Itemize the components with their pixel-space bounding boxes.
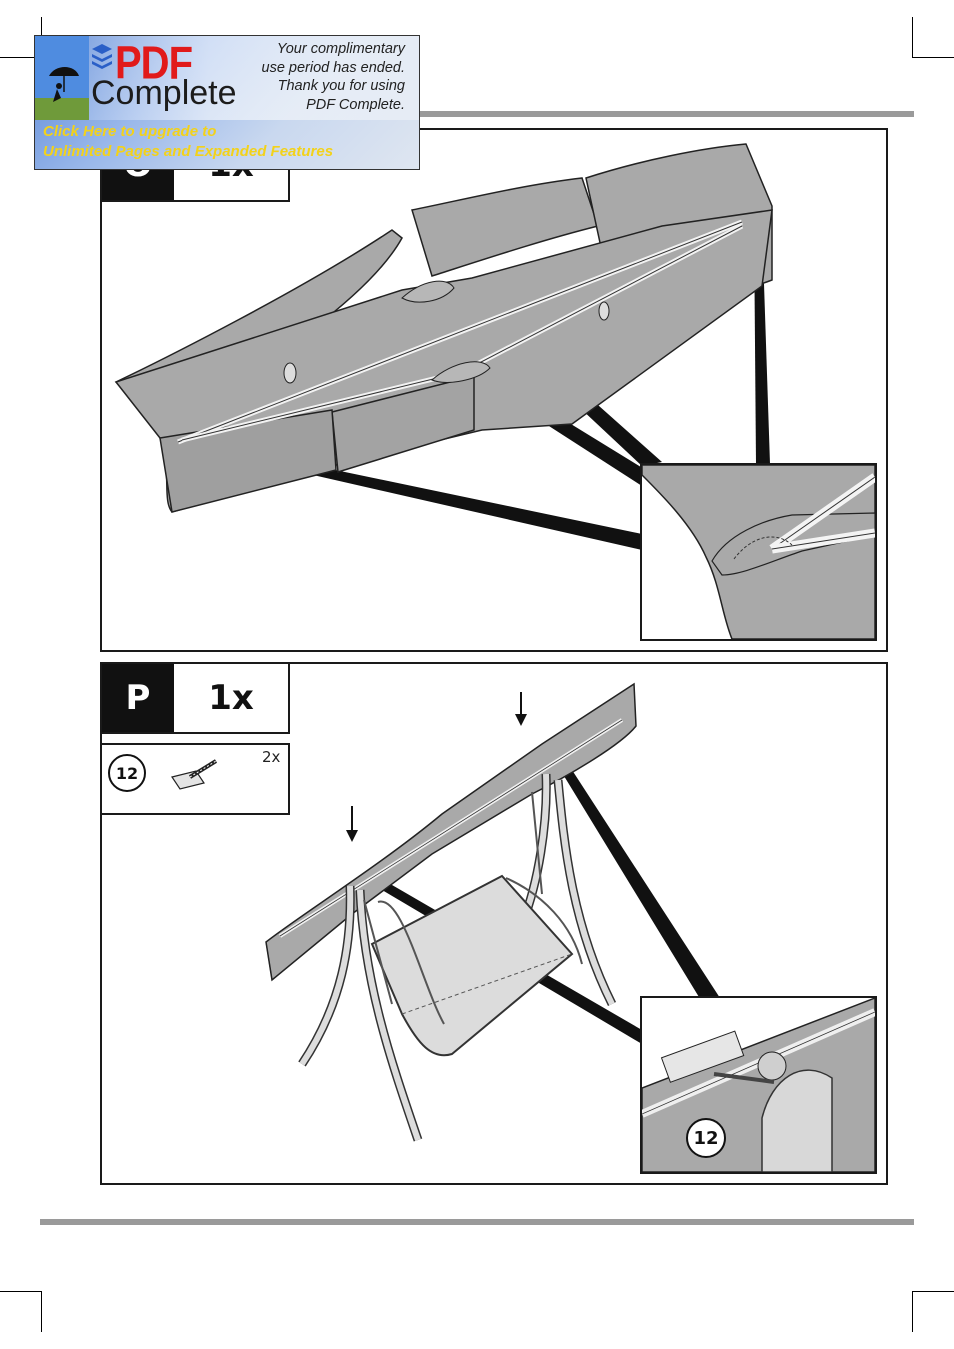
crop-mark-br-h — [912, 1291, 954, 1292]
thanks-line: use period has ended. — [261, 59, 406, 76]
detail-inset-bolt: 12 — [640, 996, 877, 1174]
brand-complete: Complete — [91, 74, 237, 112]
bolt-icon — [171, 759, 218, 790]
step-p-letter: P — [102, 664, 174, 732]
crop-mark-tr-v — [912, 17, 913, 57]
layers-icon — [92, 44, 112, 69]
crop-mark-bl-v — [41, 1291, 42, 1332]
canopy-illustration-top — [114, 143, 773, 550]
crop-mark-tl-h — [0, 57, 42, 58]
crop-mark-bl-h — [0, 1291, 42, 1292]
step-o-panel — [100, 128, 888, 652]
bolt-connection-detail — [642, 998, 875, 1172]
step-p-qty: 1x — [208, 678, 254, 718]
thanks-line: Your complimentary — [276, 41, 405, 57]
part-qty: 2x — [262, 748, 281, 766]
upgrade-line[interactable]: Click Here to upgrade to — [43, 123, 217, 140]
arrow-down-icon — [515, 692, 527, 726]
upgrade-link[interactable]: Click Here to upgrade to Unlimited Pages… — [43, 122, 333, 162]
swing-assembly-illustration — [265, 682, 720, 1142]
part-number-badge: 12 — [108, 754, 146, 792]
arrow-down-icon — [346, 806, 358, 842]
pdf-complete-upgrade-banner[interactable]: PDF Complete Your complimentary use peri… — [34, 35, 420, 170]
header-rule — [40, 111, 914, 117]
person-umbrella-icon — [35, 36, 89, 120]
thanks-line: PDF Complete. — [306, 96, 405, 113]
thanks-line: Thank you for using — [277, 78, 405, 94]
canopy-corner-detail — [642, 465, 875, 639]
upgrade-line[interactable]: Unlimited Pages and Expanded Features — [43, 143, 334, 160]
parts-list: 12 2x — [100, 743, 290, 815]
detail-part-number-badge: 12 — [686, 1118, 726, 1158]
detail-inset-canopy-corner — [640, 463, 877, 641]
footer-rule — [40, 1219, 914, 1225]
crop-mark-tr-h — [912, 57, 954, 58]
step-p-badge: P 1x — [100, 662, 290, 734]
step-p-panel: 12 — [100, 662, 888, 1185]
thanks-message: Your complimentary use period has ended.… — [262, 40, 406, 114]
crop-mark-br-v — [912, 1291, 913, 1332]
brand-pdf: PDF — [115, 38, 193, 89]
